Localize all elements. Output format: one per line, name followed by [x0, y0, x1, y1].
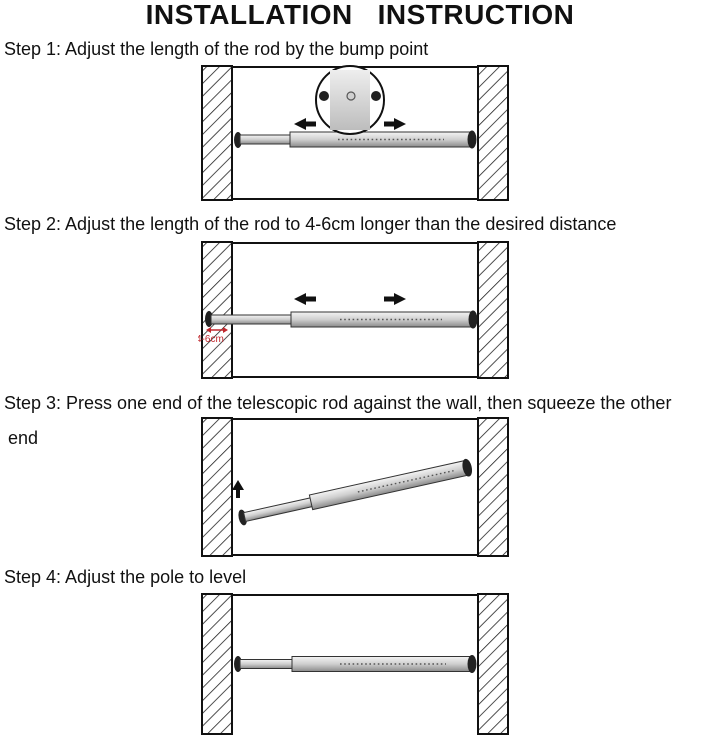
room-frame — [201, 417, 509, 557]
right-wall — [477, 417, 509, 557]
telescopic-rod — [234, 130, 477, 149]
bump-point-detail — [315, 65, 385, 135]
step-1-label: Step 1: Adjust the length of the rod by … — [4, 39, 429, 59]
overlap-marker: 4-6cm — [198, 327, 228, 345]
inner-tube — [239, 134, 293, 145]
telescopic-rod — [205, 310, 478, 329]
bump-right — [371, 91, 381, 101]
step-3-illustration — [201, 417, 509, 557]
right-end-cap — [467, 655, 477, 673]
room-frame — [201, 65, 509, 201]
inner-tube — [243, 496, 315, 523]
room-frame — [201, 241, 509, 379]
gap-arrow-left-icon — [206, 327, 211, 333]
bump-left — [319, 91, 329, 101]
right-wall — [477, 593, 509, 735]
left-wall — [201, 241, 233, 379]
arrow-up-icon — [232, 480, 244, 498]
page-title: INSTALLATION INSTRUCTION — [145, 0, 575, 30]
right-wall — [477, 241, 509, 379]
arrow-right-icon — [384, 293, 406, 305]
screw-icon — [346, 91, 356, 101]
step-3-label-continuation: end — [8, 428, 39, 448]
telescopic-rod — [234, 655, 477, 673]
gap-arrow-right-icon — [223, 327, 228, 333]
left-wall — [201, 593, 233, 735]
left-wall — [201, 417, 233, 557]
arrow-left-icon — [294, 118, 316, 130]
step-2-label: Step 2: Adjust the length of the rod to … — [4, 214, 617, 234]
step-2-illustration: 4-6cm — [198, 241, 509, 379]
inner-tube — [210, 314, 294, 325]
step-4-illustration — [201, 593, 509, 735]
step-4-label: Step 4: Adjust the pole to level — [4, 567, 247, 587]
step-3-label: Step 3: Press one end of the telescopic … — [4, 393, 672, 413]
left-wall — [201, 65, 233, 201]
arrow-right-icon — [384, 118, 406, 130]
inner-tube — [239, 659, 295, 669]
telescopic-rod — [238, 458, 473, 526]
arrow-left-icon — [294, 293, 316, 305]
right-end-cap — [467, 130, 477, 149]
outer-tube — [308, 459, 470, 511]
room-frame — [201, 593, 509, 735]
right-end-cap — [462, 458, 473, 477]
right-wall — [477, 65, 509, 201]
gap-label: 4-6cm — [198, 334, 224, 345]
step-1-illustration — [201, 65, 509, 201]
right-end-cap — [468, 310, 478, 329]
